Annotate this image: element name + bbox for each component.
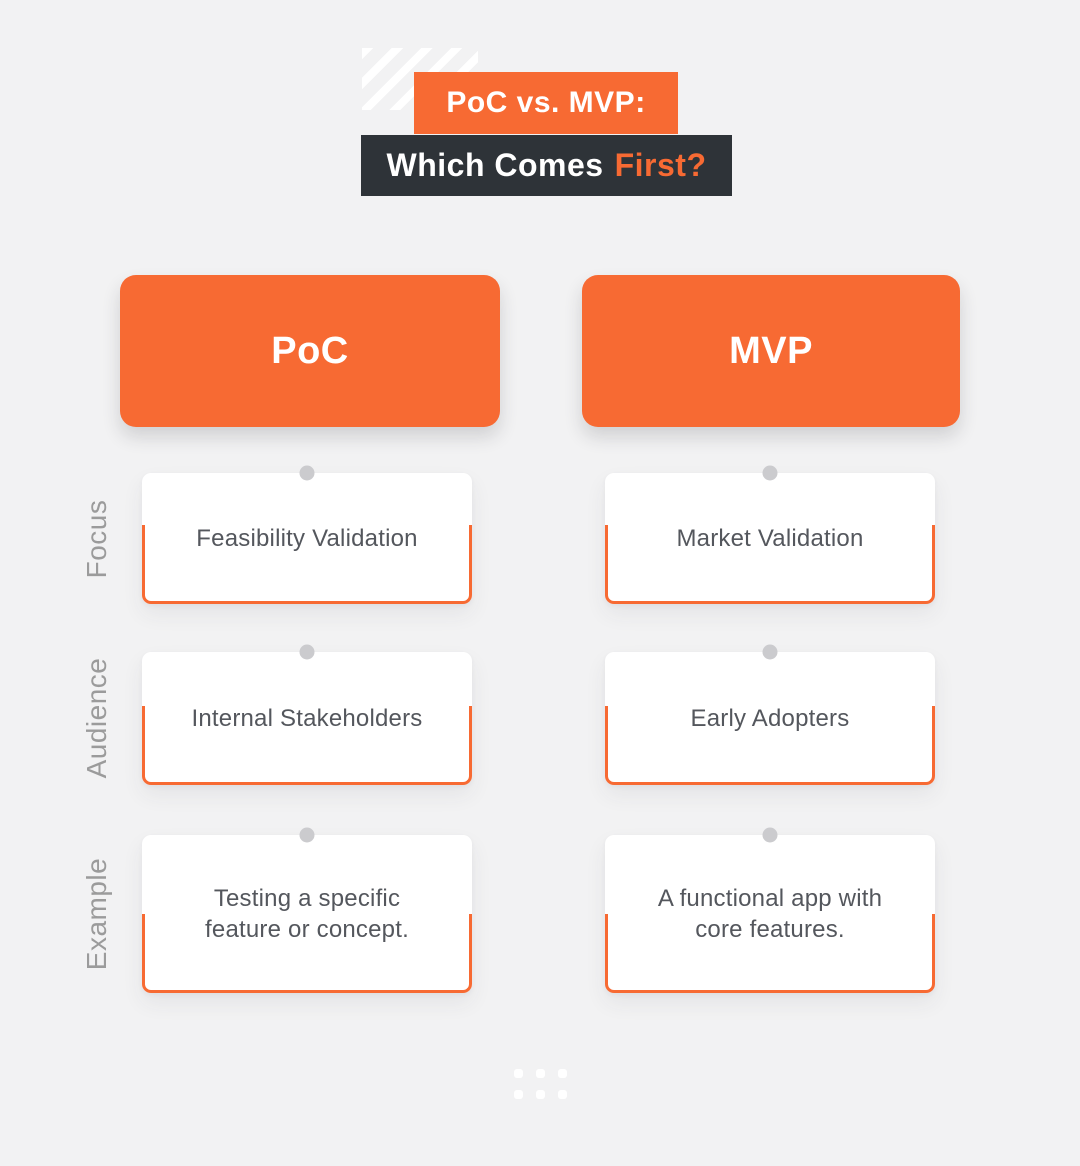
card-audience-mvp-text: Early Adopters [690, 704, 850, 732]
card-focus-poc: Feasibility Validation [142, 465, 472, 604]
card-accent-border [142, 914, 472, 993]
card-audience-poc: Internal Stakeholders [142, 644, 472, 785]
title-bottom-text: Which Comes [386, 147, 604, 183]
pin-dot-icon [762, 465, 778, 481]
card-example-mvp: A functional app with core features. [605, 827, 935, 993]
pin-dot-icon [762, 827, 778, 843]
column-header-mvp: MVP [582, 275, 960, 427]
card-accent-border [605, 914, 935, 993]
dot-icon [558, 1069, 567, 1078]
dot-icon [558, 1090, 567, 1099]
card-example-poc: Testing a specific feature or concept. [142, 827, 472, 993]
card-focus-mvp-text: Market Validation [676, 524, 864, 552]
pin-dot-icon [299, 827, 315, 843]
card-accent-border [605, 706, 935, 785]
row-label-example: Example [81, 857, 112, 971]
pin-dot-icon [299, 644, 315, 660]
card-focus-mvp: Market Validation [605, 465, 935, 604]
pin-dot-icon [762, 644, 778, 660]
card-audience-mvp: Early Adopters [605, 644, 935, 785]
pin-dot-icon [299, 465, 315, 481]
card-example-poc-text: Testing a specific feature or concept. [205, 884, 409, 943]
row-label-audience: Audience [81, 657, 112, 779]
row-label-focus: Focus [81, 499, 112, 579]
column-header-poc-label: PoC [271, 329, 349, 372]
title-banner-bottom: Which Comes First? [361, 135, 732, 196]
dot-icon [514, 1069, 523, 1078]
card-accent-border [142, 525, 472, 604]
title-top-text: PoC vs. MVP: [446, 86, 646, 119]
title-bottom-accent-text: First? [614, 147, 707, 183]
dot-icon [514, 1090, 523, 1099]
card-audience-poc-text: Internal Stakeholders [191, 704, 423, 732]
card-accent-border [142, 706, 472, 785]
dot-icon [536, 1069, 545, 1078]
dots-grid-icon [514, 1069, 567, 1099]
dot-icon [536, 1090, 545, 1099]
title-banner-top: PoC vs. MVP: [414, 72, 678, 134]
column-header-poc: PoC [120, 275, 500, 427]
card-focus-poc-text: Feasibility Validation [196, 524, 418, 552]
column-header-mvp-label: MVP [729, 329, 813, 372]
card-example-mvp-text: A functional app with core features. [657, 884, 883, 943]
card-accent-border [605, 525, 935, 604]
